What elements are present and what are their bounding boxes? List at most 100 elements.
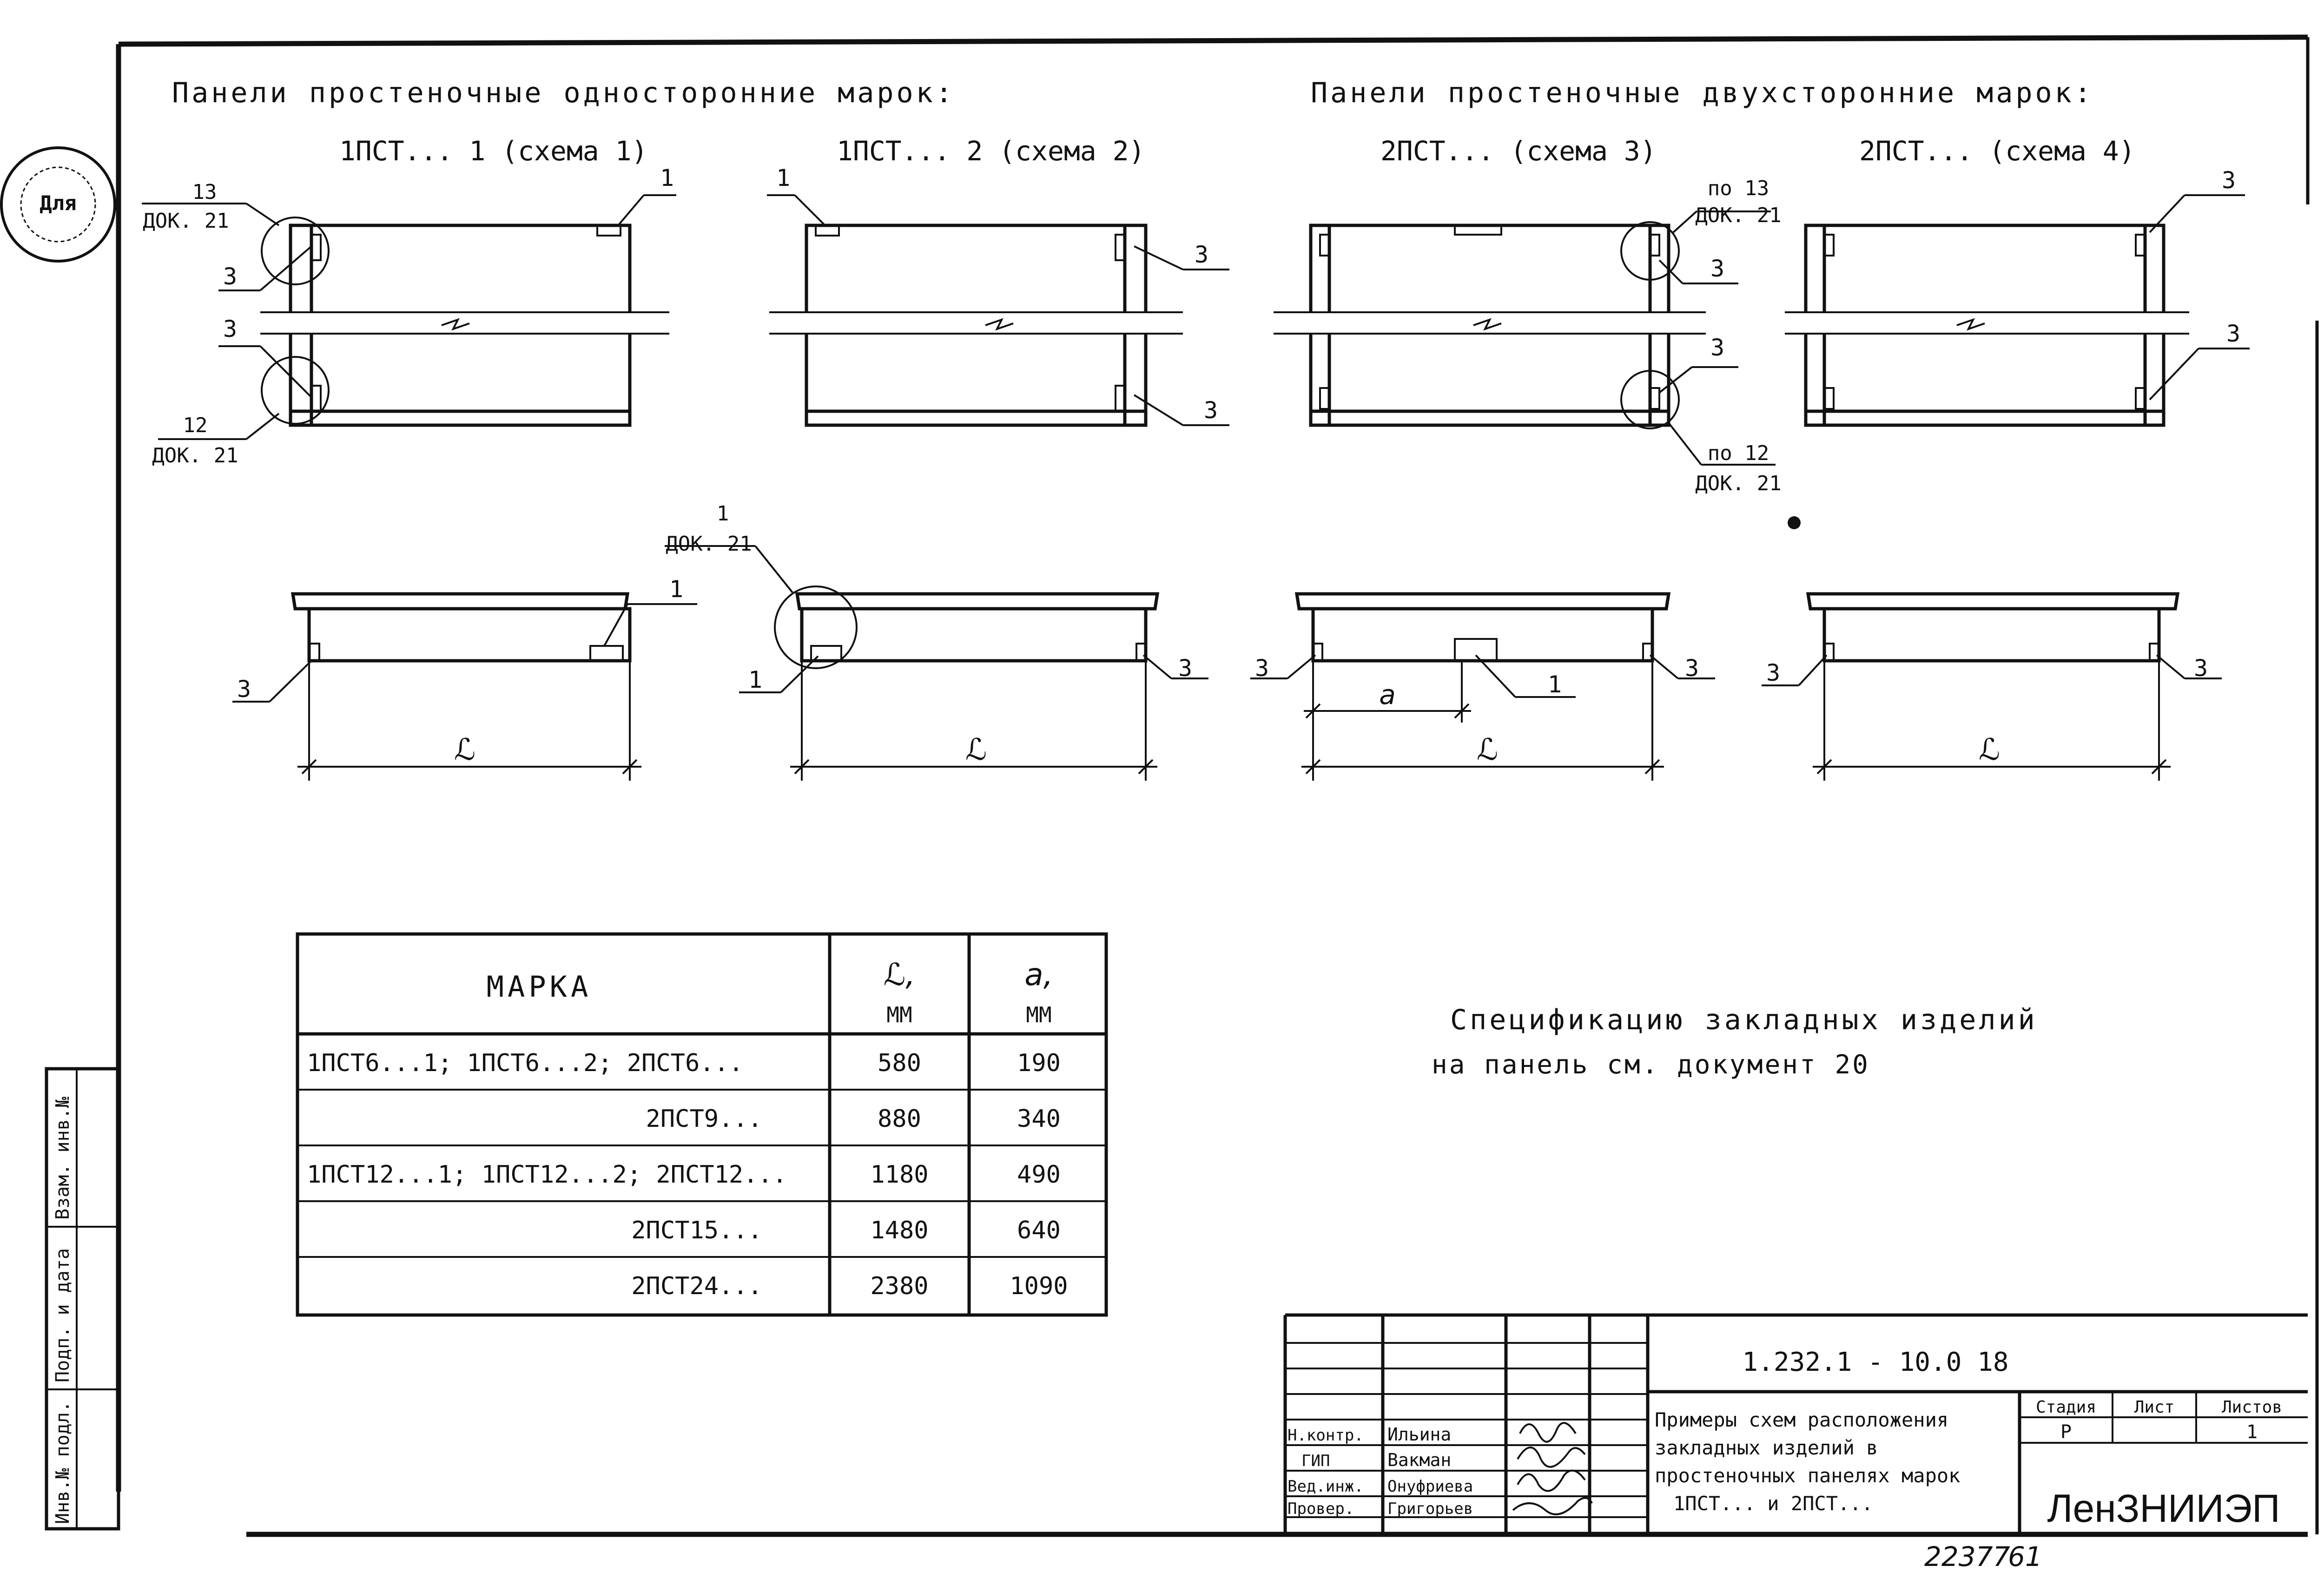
dim-L: ℒ [965, 733, 987, 767]
dim-L: ℒ [1979, 733, 2000, 767]
callout-s3-bot-num: по 12 [1708, 441, 1769, 465]
table-row-3-L: 1180 [870, 1161, 928, 1189]
table-row-2-a: 340 [1017, 1105, 1061, 1133]
name-3: Онуфриева [1387, 1477, 1473, 1496]
sheet-header: Лист [2134, 1398, 2175, 1417]
callout-3: 3 [1178, 655, 1192, 682]
callout-3: 3 [237, 676, 251, 703]
doc-code: 1.232.1 - 10.0 18 [1742, 1347, 2008, 1377]
scheme-label-4: 2ПСТ... (схема 4) [1859, 135, 2135, 167]
callout-3: 3 [1710, 255, 1724, 282]
note-line-1: Спецификацию закладных изделий [1450, 1004, 2038, 1036]
plan-callouts: 1 13 ДОК. 21 3 3 12 ДОК. 21 1 3 3 по 13 … [143, 164, 2240, 495]
scheme-label-1: 1ПСТ... 1 (схема 1) [339, 135, 647, 167]
scheme3-plan [1274, 210, 1776, 466]
table-header-a: a, [1024, 957, 1053, 993]
signature-4 [1512, 1497, 1593, 1515]
callout-3: 3 [2226, 320, 2240, 347]
callout-s3-top-num: по 13 [1708, 177, 1769, 200]
table-header-marka: МАРКА [487, 970, 592, 1004]
header-single-sided: Панели простеночные односторонние марок: [172, 77, 955, 109]
callout-s1-bot-doc: ДОК. 21 [152, 444, 238, 467]
spec-table: МАРКА ℒ, ММ a, ММ 1ПСТ6...1; 1ПСТ6...2; … [296, 932, 1108, 1317]
callout-3: 3 [1766, 659, 1780, 686]
header-double-sided: Панели простеночные двухсторонние марок: [1311, 77, 2094, 109]
stage-header: Стадия [2036, 1398, 2096, 1417]
table-row-1-L: 580 [878, 1049, 921, 1077]
callout-s3-top-doc: ДОК. 21 [1695, 204, 1781, 227]
callout-3: 3 [223, 263, 237, 290]
callout-3: 3 [1204, 397, 1218, 424]
dim-L: ℒ [1477, 733, 1498, 767]
scheme4-plan [1785, 194, 2250, 427]
table-row-2-L: 880 [878, 1105, 921, 1133]
role-1: Н.контр. [1287, 1426, 1364, 1445]
approval-seal: Для [0, 146, 116, 263]
scheme-label-2: 1ПСТ... 2 (схема 2) [837, 135, 1145, 167]
title-line-1: Примеры схем расположения [1655, 1408, 1948, 1431]
scheme2-plan [767, 194, 1229, 427]
callout-s1-top-doc: ДОК. 21 [143, 209, 229, 233]
table-row-3-marka: 1ПСТ12...1; 1ПСТ12...2; 2ПСТ12... [307, 1161, 787, 1189]
callout-3: 3 [2222, 167, 2236, 194]
callout-3: 3 [1195, 241, 1208, 268]
callout-1: 1 [776, 164, 790, 191]
side-stamp-replace: Взам. инв.№ [52, 1097, 73, 1220]
table-row-1-marka: 1ПСТ6...1; 1ПСТ6...2; 2ПСТ6... [307, 1049, 743, 1077]
dim-a: a [1379, 679, 1396, 710]
dim-L: ℒ [454, 733, 475, 767]
sheet-frame [116, 34, 2319, 1537]
name-1: Ильина [1387, 1424, 1451, 1445]
table-header-L: ℒ, [884, 957, 916, 993]
callout-1: 1 [669, 576, 683, 603]
callout-1: 1 [660, 164, 674, 191]
scheme1-plan [142, 194, 676, 440]
side-stamp-inv: Инв.№ подл. [52, 1401, 73, 1524]
signature-2 [1517, 1447, 1586, 1468]
signature-1 [1519, 1422, 1577, 1443]
title-block: 1.232.1 - 10.0 18 Примеры схем расположе… [1283, 1313, 2308, 1534]
sheets-header: Листов [2222, 1398, 2282, 1417]
scheme3-section: 1 3 3 a ℒ [1250, 592, 1715, 781]
callout-sec2-doc: ДОК. 21 [666, 532, 752, 556]
callout-3: 3 [2194, 655, 2208, 682]
note-line-2: на панель см. документ 20 [1432, 1050, 1870, 1080]
archive-number: 22377 [1924, 1541, 2010, 1572]
callout-3: 3 [1255, 655, 1269, 682]
title-line-4: 1ПСТ... и 2ПСТ... [1673, 1492, 1873, 1515]
table-row-4-marka: 2ПСТ15... [631, 1217, 762, 1244]
signature-3 [1517, 1469, 1586, 1492]
callout-s1-bot-num: 12 [183, 414, 208, 437]
table-row-1-a: 190 [1017, 1049, 1061, 1077]
title-line-2: закладных изделий в [1655, 1436, 1878, 1459]
side-stamp-sign-date: Подп. и дата [52, 1248, 73, 1382]
callout-s1-top-num: 13 [192, 180, 217, 204]
name-2: Вакман [1387, 1450, 1451, 1470]
table-row-5-marka: 2ПСТ24... [631, 1272, 762, 1300]
table-row-4-L: 1480 [870, 1217, 928, 1244]
role-3: Вед.инж. [1287, 1477, 1364, 1496]
title-line-3: простеночных панелях марок [1655, 1464, 1960, 1487]
stage-value: Р [2060, 1421, 2072, 1443]
callout-3: 3 [1685, 655, 1699, 682]
scheme4-section: 3 3 ℒ [1762, 592, 2222, 781]
footer-page: 61 [2008, 1541, 2042, 1572]
scheme-label-3: 2ПСТ... (схема 3) [1380, 135, 1657, 167]
table-row-5-a: 1090 [1010, 1272, 1068, 1300]
table-row-5-L: 2380 [870, 1272, 928, 1300]
side-stamp: Инв.№ подл. Подп. и дата Взам. инв.№ [45, 1067, 120, 1531]
table-header-L-unit: ММ [886, 1002, 912, 1027]
role-4: Провер. [1287, 1500, 1354, 1518]
callout-3: 3 [1710, 334, 1724, 361]
callout-sec2-num: 1 [717, 502, 729, 526]
scheme2-section: 1 ДОК. 21 1 3 ℒ [665, 502, 1208, 781]
callout-1: 1 [748, 666, 762, 693]
sheets-value: 1 [2246, 1421, 2258, 1443]
svg-text:Для: Для [40, 191, 76, 215]
role-2: ГИП [1301, 1452, 1330, 1470]
name-4: Григорьев [1387, 1500, 1473, 1518]
callout-s3-bot-doc: ДОК. 21 [1695, 472, 1781, 495]
table-row-2-marka: 2ПСТ9... [646, 1105, 762, 1133]
table-header-a-unit: ММ [1026, 1002, 1051, 1027]
